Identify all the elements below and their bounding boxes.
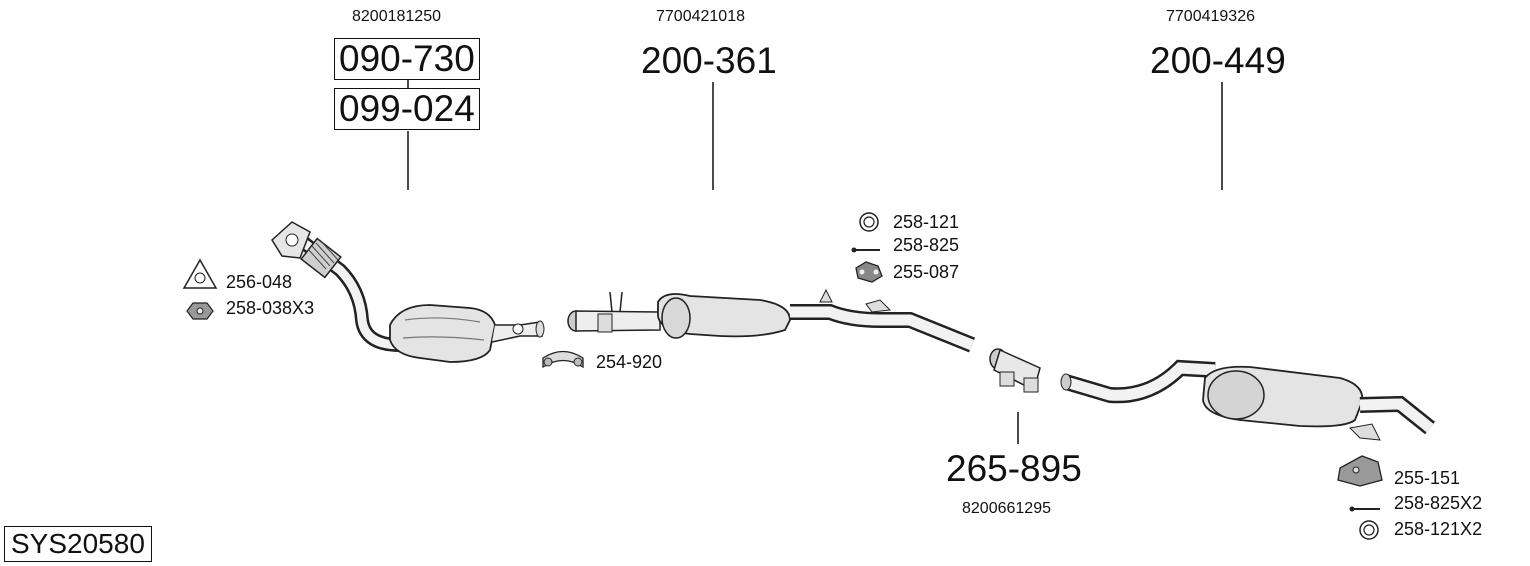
part-middle-silencer[interactable]: 200-361 <box>641 40 777 81</box>
part-repair-pipe[interactable]: 265-895 <box>946 448 1082 489</box>
accessory-clamp-label[interactable]: 254-920 <box>596 352 663 372</box>
accessory-ring-label[interactable]: 258-121 <box>893 212 960 232</box>
accessory-bolt-rear-label[interactable]: 258-825X2 <box>1394 493 1483 513</box>
leader-lines <box>407 80 1223 444</box>
catalyst-shape <box>389 304 545 363</box>
oem-number-joint: 8200661295 <box>962 500 1051 517</box>
accessory-bracket-label[interactable]: 255-151 <box>1394 468 1461 488</box>
repair-pipe-shape <box>989 348 1041 393</box>
accessory-ring-rear-label[interactable]: 258-121X2 <box>1394 519 1483 539</box>
oem-number-rear: 7700419326 <box>1166 8 1255 25</box>
accessory-gasket-label[interactable]: 256-048 <box>226 272 293 292</box>
accessory-mount-label[interactable]: 255-087 <box>893 262 960 282</box>
bolt-icon <box>851 247 880 253</box>
middle-silencer-shape <box>567 288 975 353</box>
oem-number-front: 8200181250 <box>352 8 441 25</box>
part-rear-silencer[interactable]: 200-449 <box>1150 40 1286 81</box>
ring-icon <box>859 212 879 232</box>
system-code: SYS20580 <box>4 526 152 562</box>
ring-rear-icon <box>1359 520 1379 540</box>
clamp-icon <box>542 350 584 369</box>
bracket-icon <box>1337 455 1383 487</box>
part-front-pipe[interactable]: 090-730 <box>334 38 480 80</box>
accessory-nut-label[interactable]: 258-038X3 <box>226 298 315 318</box>
accessory-icons <box>182 212 1383 540</box>
part-catalyst[interactable]: 099-024 <box>334 88 480 130</box>
bolt-rear-icon <box>1349 506 1380 512</box>
accessory-bolt-label[interactable]: 258-825 <box>893 235 960 255</box>
rubber-mount-icon <box>855 261 883 283</box>
oem-number-middle: 7700421018 <box>656 8 745 25</box>
rear-silencer-shape <box>1060 359 1435 441</box>
front-pipe-shape <box>271 221 401 352</box>
